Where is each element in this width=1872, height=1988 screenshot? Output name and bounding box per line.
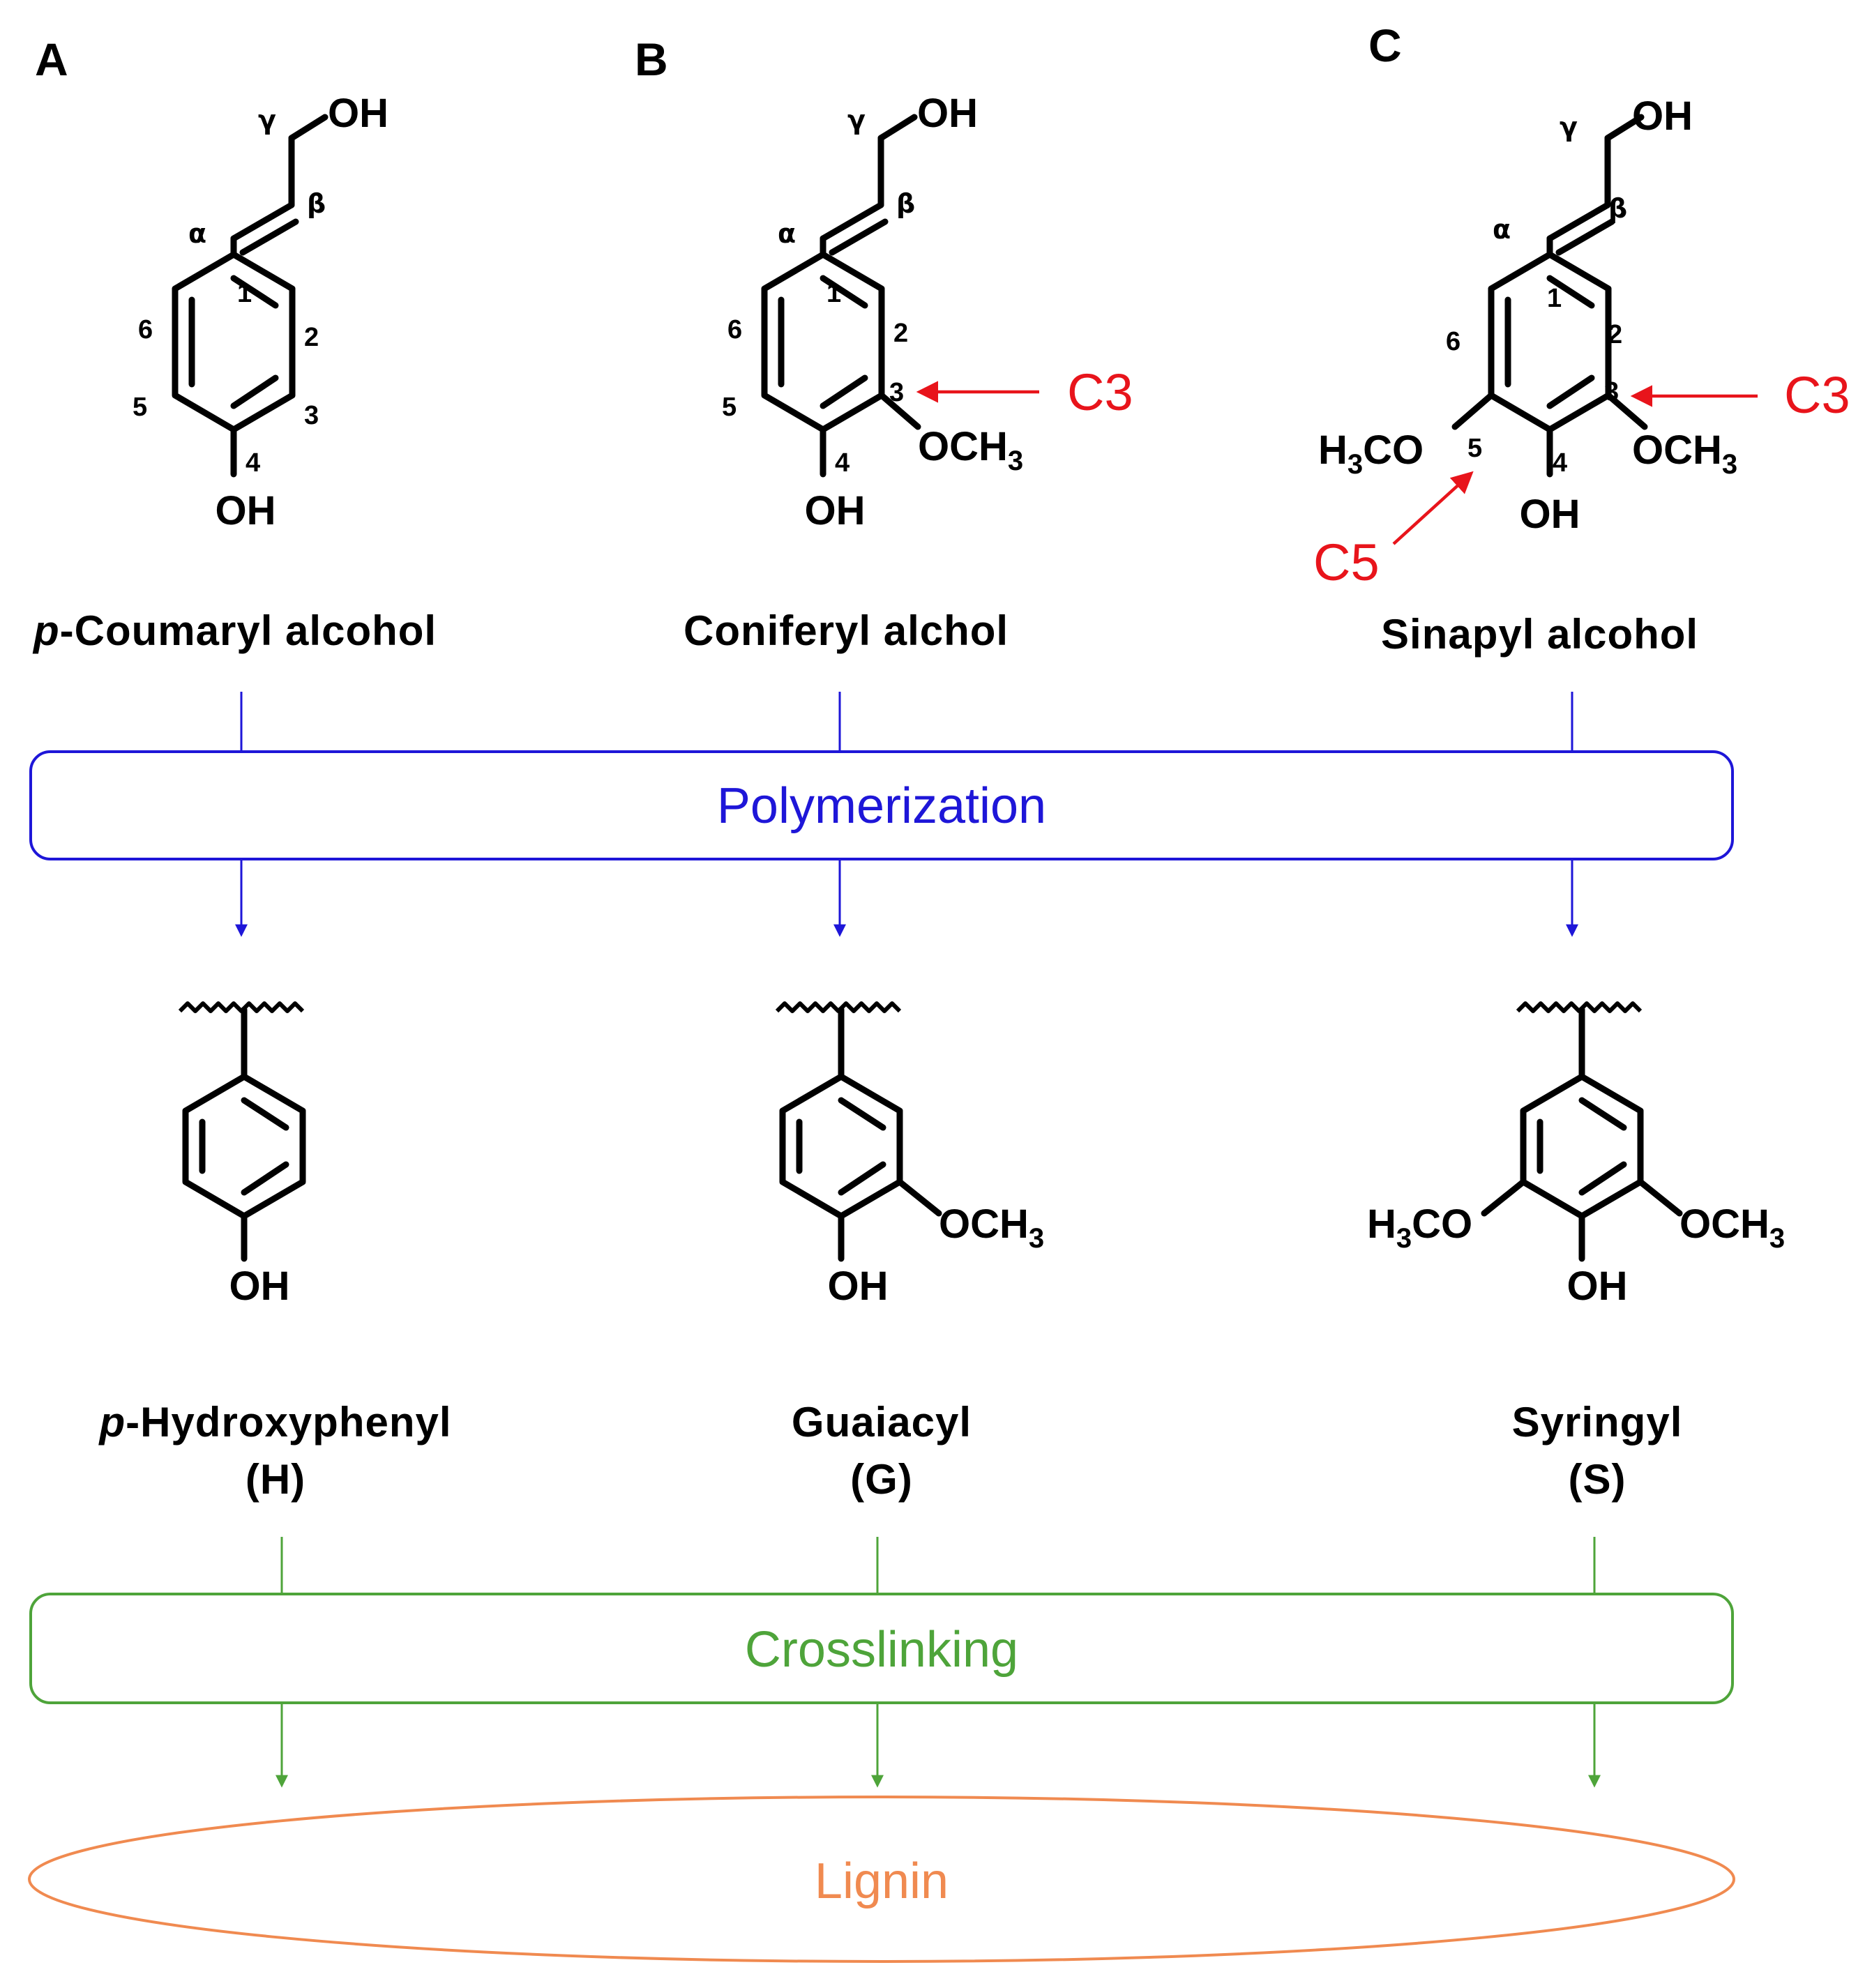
monomer-sinapyl-alcohol: OH OH OCH3 H3CO α β γ 1 2 3 4 5 6 C3 C5 … (1313, 93, 1850, 658)
unit-abbr-g: (G) (850, 1456, 913, 1503)
label-beta: β (307, 188, 326, 219)
ring-position-4: 4 (835, 448, 850, 478)
benzene-ring (182, 1073, 306, 1220)
chain-hydroxyl: OH (328, 91, 388, 136)
c3-annotation-arrow: C3 (1630, 366, 1850, 424)
ring-hydroxyl: OH (229, 1264, 290, 1309)
methoxy-group-left: H3CO (1318, 427, 1424, 480)
benzene-ring (779, 1073, 903, 1220)
polymerization-stage: Polymerization (29, 692, 1734, 937)
unit-name-h: p-Hydroxyphenyl (98, 1399, 451, 1446)
label-alpha: α (188, 218, 206, 249)
propenyl-side-chain (230, 114, 329, 478)
lignin-product: Lignin (28, 1796, 1735, 1963)
ring-position-3: 3 (889, 378, 904, 407)
panel-label-a: A (35, 33, 68, 85)
ring-hydroxyl: OH (216, 488, 276, 533)
c3-annotation-arrow: C3 (916, 363, 1133, 421)
unit-name-g: Guaiacyl (792, 1399, 972, 1446)
unit-guaiacyl: OH OCH3 Guaiacyl (G) (775, 1001, 1044, 1503)
label-gamma: γ (258, 105, 276, 135)
ring-position-3: 3 (304, 401, 319, 430)
c3-label: C3 (1067, 363, 1133, 421)
label-gamma: γ (847, 105, 866, 135)
ring-position-6: 6 (1446, 327, 1460, 356)
c5-label: C5 (1313, 533, 1380, 591)
benzene-ring (761, 251, 885, 433)
monomer-name-b: Coniferyl alchol (684, 607, 1009, 654)
ring-position-3: 3 (1604, 377, 1619, 407)
propenyl-side-chain (820, 114, 921, 478)
chain-hydroxyl: OH (917, 91, 978, 136)
monomer-coniferyl-alcohol: OH OH OCH3 α β γ 1 2 3 4 5 6 C3 Conifery… (684, 91, 1133, 654)
unit-syringyl: OH OCH3 H3CO Syringyl (S) (1367, 1001, 1785, 1503)
methoxy-group-left: H3CO (1367, 1201, 1472, 1254)
panel-label-b: B (635, 33, 668, 85)
methoxy-group-right: OCH3 (939, 1201, 1044, 1254)
crosslinking-stage: Crosslinking (29, 1537, 1734, 1788)
benzene-ring (1488, 251, 1612, 433)
benzene-ring (1520, 1073, 1644, 1220)
crosslinking-box (29, 1593, 1734, 1704)
panel-label-c: C (1368, 20, 1402, 71)
c3-label: C3 (1784, 366, 1850, 424)
ring-position-4: 4 (246, 448, 260, 478)
ring-position-5: 5 (1467, 434, 1482, 463)
ring-hydroxyl: OH (1520, 492, 1580, 537)
ring-position-5: 5 (722, 393, 737, 422)
ring-position-1: 1 (1547, 284, 1562, 313)
ring-position-6: 6 (138, 315, 153, 344)
ring-position-6: 6 (727, 315, 742, 344)
ring-position-4: 4 (1553, 448, 1567, 478)
ring-hydroxyl: OH (1567, 1264, 1628, 1309)
unit-abbr-h: (H) (246, 1456, 305, 1503)
unit-abbr-s: (S) (1569, 1456, 1626, 1503)
ring-position-2: 2 (1608, 320, 1622, 349)
lignin-label: Lignin (815, 1853, 949, 1909)
label-alpha: α (778, 218, 796, 249)
methoxy-group-right: OCH3 (1632, 427, 1737, 480)
ring-position-2: 2 (893, 319, 908, 348)
polymerization-box (29, 750, 1734, 860)
label-alpha: α (1493, 214, 1511, 245)
c5-annotation-arrow: C5 (1313, 471, 1474, 591)
monomer-name-c: Sinapyl alcohol (1381, 611, 1698, 658)
ring-position-2: 2 (304, 323, 319, 352)
ring-hydroxyl: OH (828, 1264, 889, 1309)
ring-position-1: 1 (237, 279, 252, 308)
label-gamma: γ (1560, 112, 1578, 142)
label-beta: β (1608, 193, 1627, 224)
propenyl-side-chain (1451, 114, 1648, 478)
label-beta: β (896, 188, 915, 219)
unit-name-s: Syringyl (1512, 1399, 1683, 1446)
monomer-name-a: p-Coumaryl alcohol (32, 607, 437, 654)
ring-position-1: 1 (826, 279, 841, 308)
chain-hydroxyl: OH (1632, 93, 1693, 139)
methoxy-group-right: OCH3 (918, 424, 1023, 476)
benzene-ring (172, 251, 296, 433)
ring-hydroxyl: OH (805, 488, 866, 533)
monomer-p-coumaryl-alcohol: OH OH α β γ 1 2 3 4 5 6 p-Coumaryl alcoh… (32, 91, 437, 654)
unit-p-hydroxyphenyl: OH p-Hydroxyphenyl (H) (98, 1001, 451, 1503)
polymerization-label: Polymerization (717, 778, 1046, 834)
crosslinking-label: Crosslinking (745, 1622, 1018, 1678)
methoxy-group-right: OCH3 (1679, 1201, 1785, 1254)
ring-position-5: 5 (133, 393, 147, 422)
lignin-ellipse (28, 1796, 1735, 1963)
